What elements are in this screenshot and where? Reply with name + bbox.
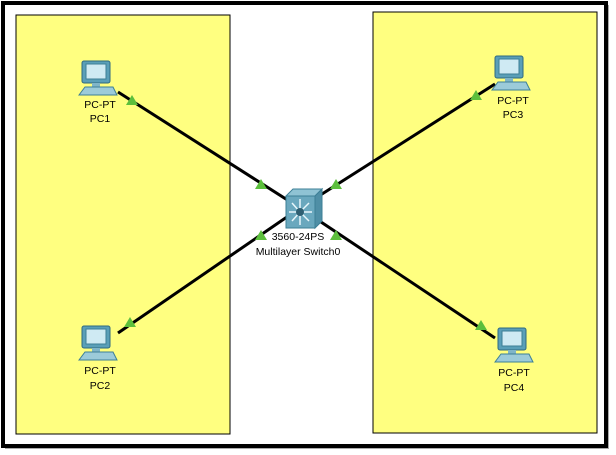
link-pc2-switch[interactable] [117,206,301,335]
device-model: PC-PT [497,95,529,107]
device-model: PC-PT [84,365,116,377]
area-left[interactable] [15,14,231,435]
device-name: PC1 [90,113,111,125]
device-name: PC4 [504,382,525,394]
device-model: PC-PT [498,367,530,379]
device-name: Multilayer Switch0 [256,246,341,258]
device-pc2[interactable]: PC-PT PC2 [78,325,118,392]
device-pc1[interactable]: PC-PT PC1 [78,60,118,125]
device-model: 3560-24PS [272,231,325,243]
device-pc4[interactable]: PC-PT PC4 [494,327,534,394]
link-pc1-switch[interactable] [117,90,301,210]
multilayer-switch-icon[interactable] [284,187,324,230]
device-model: PC-PT [84,99,116,111]
device-switch0[interactable]: 3560-24PS Multilayer Switch0 [256,187,341,258]
device-name: PC2 [90,380,111,392]
area-right[interactable] [372,11,598,434]
device-pc3[interactable]: PC-PT PC3 [491,55,531,121]
device-name: PC3 [503,109,524,121]
link-pc4-switch[interactable] [299,206,496,340]
